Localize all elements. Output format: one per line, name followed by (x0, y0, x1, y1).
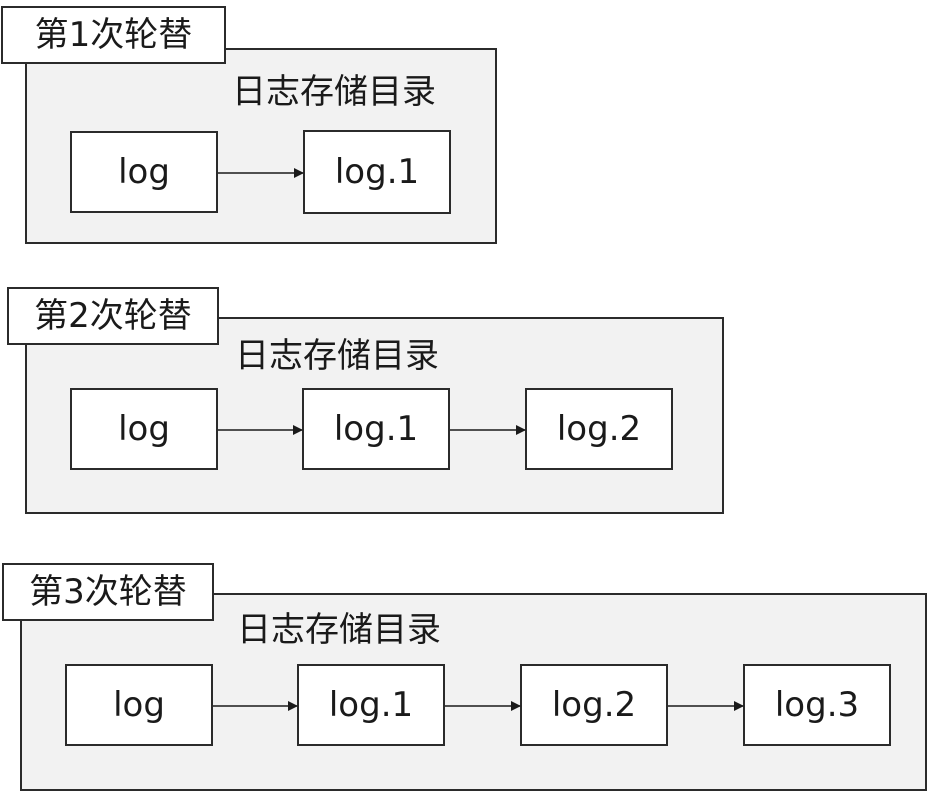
rotation-2-file-log-2: log.2 (525, 388, 673, 470)
rotation-3-file-log: log (65, 664, 213, 746)
rotation-3-file-log-2: log.2 (520, 664, 668, 746)
rotation-1-dir-title: 日志存储目录 (232, 72, 436, 112)
rotation-2-tag: 第2次轮替 (7, 287, 219, 345)
rotation-3-dir-title: 日志存储目录 (237, 610, 441, 650)
rotation-3-tag: 第3次轮替 (2, 563, 214, 621)
rotation-3-file-log-3: log.3 (743, 664, 891, 746)
rotation-1-tag: 第1次轮替 (1, 6, 226, 64)
rotation-1-file-log-1: log.1 (303, 130, 451, 214)
rotation-1-file-log: log (70, 131, 218, 213)
rotation-3-file-log-1: log.1 (297, 664, 445, 746)
rotation-2-dir-title: 日志存储目录 (235, 336, 439, 376)
rotation-2-file-log-1: log.1 (302, 388, 450, 470)
rotation-2-file-log: log (70, 388, 218, 470)
